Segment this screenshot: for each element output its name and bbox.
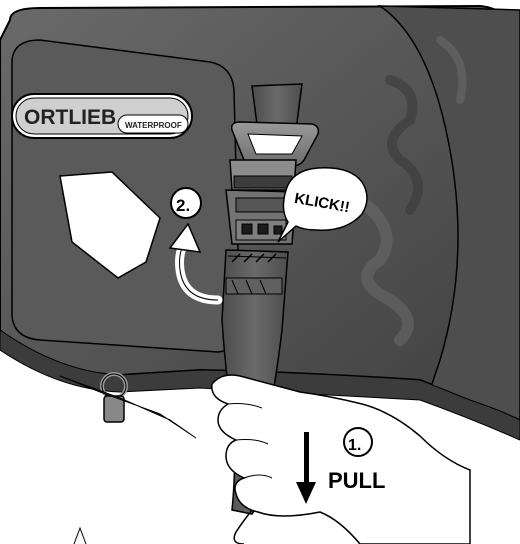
step-2-number: 2. <box>176 196 190 215</box>
hand-icon <box>74 375 470 544</box>
pull-label: PULL <box>328 468 385 493</box>
brand-tag: WATERPROOF <box>125 121 182 130</box>
step-2-badge: 2. <box>171 188 201 218</box>
step-1-badge: 1. <box>344 428 372 456</box>
step-1-number: 1. <box>348 437 361 454</box>
brand-logo: ORTLIEB WATERPROOF <box>12 94 192 138</box>
brand-name: ORTLIEB <box>24 106 116 129</box>
